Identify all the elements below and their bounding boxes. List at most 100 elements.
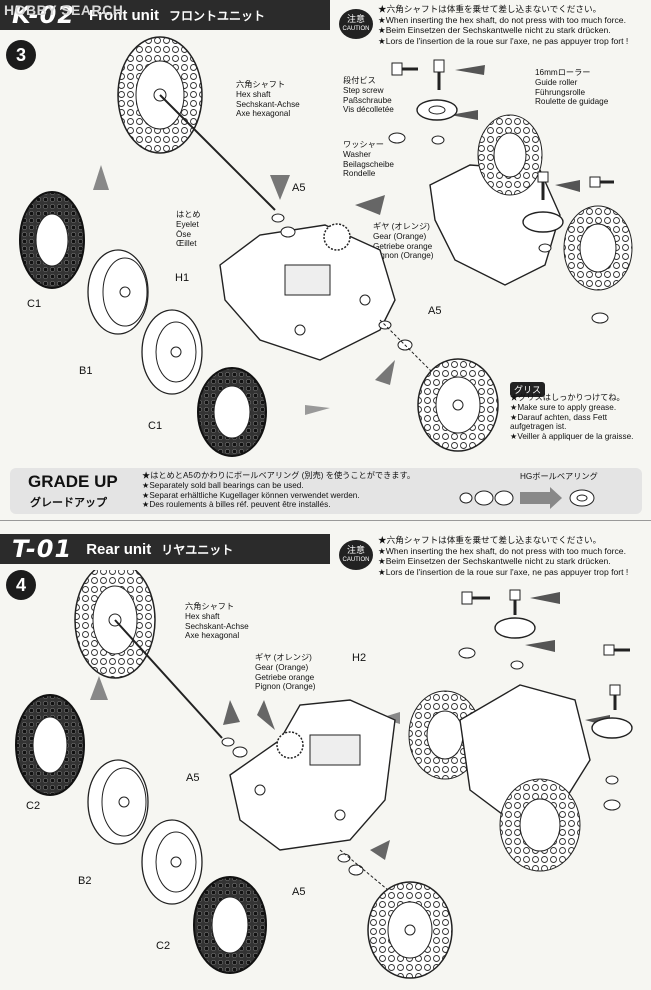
- part-a5-label: A5: [186, 772, 200, 784]
- guide-roller: [591, 717, 633, 739]
- washer: [510, 660, 524, 670]
- step-number: 4: [6, 570, 36, 600]
- part-a5-label: A5: [292, 182, 306, 194]
- part-h1-label: H1: [175, 272, 190, 284]
- section-header-rear: T-01 Rear unit リヤユニット: [0, 534, 330, 564]
- arrow-icon: [93, 165, 109, 190]
- guide-roller: [522, 211, 564, 233]
- step-screw: [537, 171, 614, 200]
- rim-b2: [87, 759, 149, 845]
- caution-text: ★六角シャフトは体重を乗せて差し込まないでください。 ★When inserti…: [378, 535, 629, 577]
- grade-up-title: GRADE UP: [28, 472, 118, 491]
- gear-orange: [276, 731, 304, 759]
- rim-b1-spoked: [141, 309, 203, 395]
- part-b2-label: B2: [78, 875, 92, 887]
- washer: [538, 243, 552, 253]
- wheel-assembled: [417, 358, 499, 452]
- arrow-icon: [355, 195, 385, 215]
- arrow-icon: [455, 65, 485, 75]
- eyelet: [348, 864, 364, 876]
- grease-badge: グリス: [510, 380, 546, 398]
- washer: [388, 132, 406, 144]
- wheel-assembled: [367, 881, 453, 979]
- step-screw: [433, 59, 445, 90]
- part-a5-label: A5: [428, 305, 442, 317]
- guide-roller: [494, 617, 536, 639]
- arrow-icon: [270, 175, 290, 200]
- section-header-front: K-02 Front unit フロントユニット: [0, 0, 330, 30]
- arrow-icon: [375, 360, 395, 385]
- washer: [591, 312, 609, 324]
- arrow-icon: [530, 592, 560, 604]
- section-title-jp: フロントユニット: [168, 8, 265, 23]
- hg-bearing-label: HGボールベアリング: [520, 472, 598, 481]
- part-c1-label: C1: [27, 298, 42, 310]
- grade-up-text: ★はとめとA5のかわりにボールベアリング (別売) を使うことができます。★Se…: [142, 471, 416, 510]
- part-a5-label: A5: [292, 886, 306, 898]
- rim-b1: [87, 249, 149, 335]
- section-title-jp: リヤユニット: [161, 542, 234, 557]
- tire-c2: [193, 876, 267, 974]
- section-code: T-01: [12, 535, 73, 563]
- caution-text: ★六角シャフトは体重を乗せて差し込まないでください。 ★When inserti…: [378, 4, 629, 46]
- washer: [431, 135, 445, 145]
- part-c2-label: C2: [156, 940, 171, 952]
- section-code: K-02: [12, 1, 75, 29]
- chassis-h2: [229, 699, 396, 851]
- step-number: 3: [6, 40, 36, 70]
- a5-bushing: [271, 213, 285, 223]
- arrow-icon: [525, 640, 555, 652]
- arrow-icon: [90, 676, 108, 700]
- divider: [0, 520, 651, 521]
- arrow-icon: [223, 700, 240, 725]
- tire-c1: [197, 367, 267, 457]
- eyelet: [232, 746, 248, 758]
- gear-orange: [323, 223, 351, 251]
- section-title-en: Front unit: [89, 6, 159, 24]
- a5-bushing: [221, 737, 235, 747]
- washer: [603, 799, 621, 811]
- washer: [458, 647, 476, 659]
- rear-unit-assembly: [408, 684, 591, 872]
- front-unit-assembly: [429, 114, 633, 291]
- arrow-icon: [257, 700, 275, 730]
- bearing-diagram: [459, 487, 595, 509]
- part-c1-label: C1: [148, 420, 163, 432]
- grade-up-banner: GRADE UP グレードアップ ★はとめとA5のかわりにボールベアリング (別…: [10, 468, 642, 514]
- rim-b2-spoked: [141, 819, 203, 905]
- arrow-icon: [555, 180, 580, 192]
- part-h2-label: H2: [352, 652, 367, 664]
- tire-c2: [15, 694, 85, 796]
- hex-shaft: [159, 94, 276, 211]
- front-unit-diagram: [19, 36, 633, 457]
- grease-note: ★グリスはしっかりつけてね。★Make sure to apply grease…: [510, 393, 634, 442]
- wheel-tire-top: [74, 570, 156, 679]
- arrow-icon: [370, 840, 390, 860]
- section-title-en: Rear unit: [86, 540, 152, 558]
- rear-unit-diagram: [15, 570, 633, 979]
- part-c2-label: C2: [26, 800, 41, 812]
- arrow-icon: [450, 110, 478, 120]
- part-b1-label: B1: [79, 365, 93, 377]
- tire-c1: [19, 191, 85, 289]
- grade-up-title-jp: グレードアップ: [30, 497, 107, 509]
- hex-shaft: [114, 619, 223, 739]
- a5-bushing: [337, 853, 351, 863]
- arrow-icon: [520, 487, 562, 509]
- step-screw: [461, 589, 630, 710]
- watermark: HOBBY SEARCH: [4, 2, 124, 18]
- eyelet: [280, 226, 296, 238]
- washer: [605, 775, 619, 785]
- arrow-icon: [305, 405, 330, 415]
- chassis-h1: [219, 224, 396, 361]
